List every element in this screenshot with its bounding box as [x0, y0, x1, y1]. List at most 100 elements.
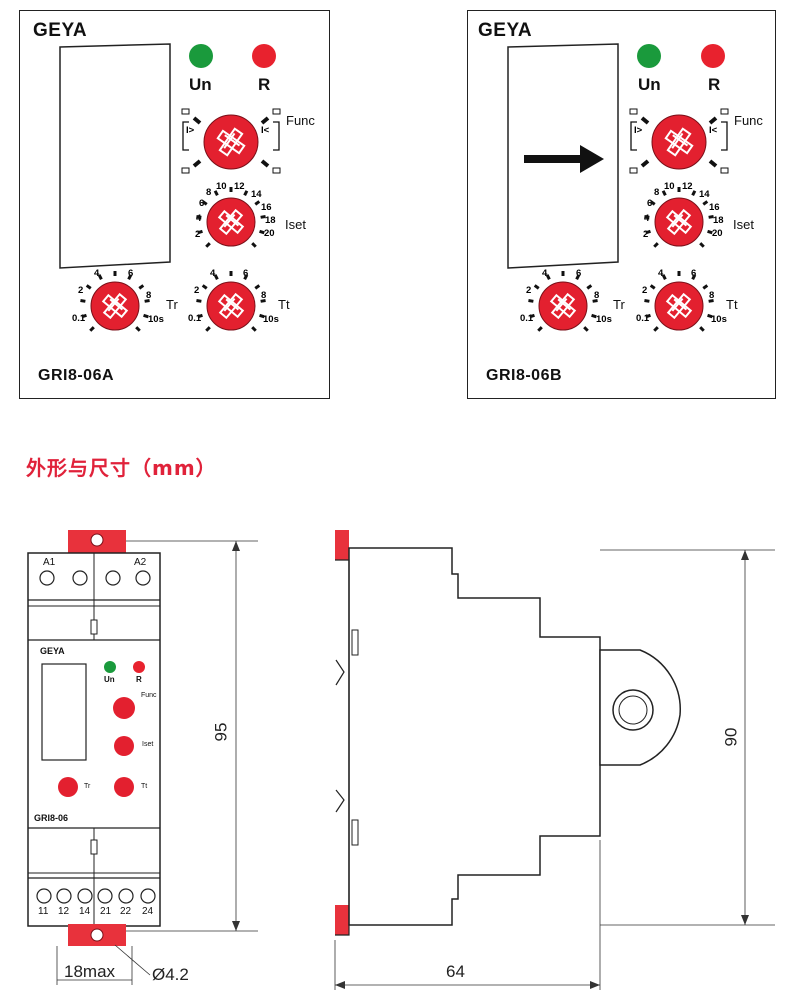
section-title: 外形与尺寸（mm） — [26, 456, 217, 480]
terminal-21: 21 — [100, 906, 112, 917]
func-label: Func — [734, 113, 763, 128]
iset-tick-18: 18 — [713, 215, 724, 226]
tr-dial-icon — [78, 269, 152, 333]
iset-tick-2: 2 — [195, 229, 201, 240]
tt-tick-10s: 10s — [711, 314, 727, 325]
tt-tick-8: 8 — [709, 290, 715, 301]
tt-tick-01: 0.1 — [636, 313, 650, 324]
tr-tick-01: 0.1 — [72, 313, 86, 324]
terminal-22: 22 — [120, 906, 132, 917]
terminal-24: 24 — [142, 906, 154, 917]
func-mark-under: I< — [261, 125, 270, 136]
iset-tick-20: 20 — [264, 228, 275, 239]
front-func-label: Func — [141, 692, 157, 699]
iset-label: Iset — [733, 217, 754, 232]
display-window — [59, 43, 171, 269]
tr-tick-10s: 10s — [148, 314, 164, 325]
side-view-drawing — [335, 530, 681, 936]
indicator-label-un: Un — [638, 75, 661, 94]
iset-tick-10: 10 — [664, 181, 675, 192]
iset-tick-16: 16 — [709, 202, 720, 213]
iset-tick-12: 12 — [682, 181, 693, 192]
led-green-icon — [189, 44, 213, 68]
tt-tick-2: 2 — [194, 285, 200, 296]
tr-label: Tr — [166, 297, 178, 312]
tt-tick-6: 6 — [243, 268, 249, 279]
terminal-a2: A2 — [134, 557, 147, 568]
terminal-11: 11 — [38, 906, 49, 917]
func-label: Func — [286, 113, 315, 128]
iset-tick-4: 4 — [644, 213, 650, 224]
model-label: GRI8-06A — [38, 367, 115, 384]
tt-tick-4: 4 — [658, 268, 664, 279]
iset-tick-10: 10 — [216, 181, 227, 192]
tt-dial-icon — [194, 269, 268, 333]
tt-tick-8: 8 — [261, 290, 267, 301]
tr-tick-10s: 10s — [596, 314, 612, 325]
indicator-label-r: R — [258, 75, 271, 94]
led-green-icon — [637, 44, 661, 68]
terminal-a1: A1 — [43, 557, 56, 568]
tt-dial-icon — [642, 269, 716, 333]
front-tt-label: Tt — [141, 783, 148, 790]
tr-tick-01: 0.1 — [520, 313, 534, 324]
dimension-height-front: 95 — [211, 722, 231, 742]
tr-tick-6: 6 — [576, 268, 582, 279]
tr-tick-2: 2 — [526, 285, 532, 296]
tt-tick-6: 6 — [691, 268, 697, 279]
front-tr-label: Tr — [84, 783, 91, 790]
front-indicator-r: R — [136, 675, 142, 684]
dimension-hole: Ø4.2 — [152, 965, 189, 984]
tt-tick-10s: 10s — [263, 314, 279, 325]
led-red-icon — [701, 44, 725, 68]
iset-label: Iset — [285, 217, 306, 232]
iset-tick-6: 6 — [199, 198, 205, 209]
led-red-icon — [252, 44, 276, 68]
terminal-14: 14 — [79, 906, 91, 917]
tr-dial-icon — [526, 269, 600, 333]
func-dial-icon — [180, 107, 282, 175]
tt-label: Tt — [278, 297, 290, 312]
front-iset-label: Iset — [142, 741, 154, 748]
iset-tick-14: 14 — [251, 189, 262, 200]
tt-label: Tt — [726, 297, 738, 312]
dimension-width-front: 18max — [64, 962, 116, 981]
iset-tick-2: 2 — [643, 229, 649, 240]
tr-label: Tr — [613, 297, 625, 312]
iset-tick-14: 14 — [699, 189, 710, 200]
iset-tick-18: 18 — [265, 215, 276, 226]
iset-tick-8: 8 — [654, 187, 660, 198]
iset-tick-6: 6 — [647, 198, 653, 209]
iset-tick-12: 12 — [234, 181, 245, 192]
iset-tick-4: 4 — [196, 213, 202, 224]
tr-tick-6: 6 — [128, 268, 134, 279]
tr-tick-4: 4 — [542, 268, 548, 279]
func-mark-over: I> — [634, 125, 643, 136]
arrow-right-icon — [524, 145, 604, 173]
tt-tick-2: 2 — [642, 285, 648, 296]
func-dial-icon — [628, 107, 730, 175]
front-view-drawing — [27, 530, 161, 946]
dimension-lines — [334, 549, 775, 990]
front-indicator-un: Un — [104, 675, 115, 684]
brand-logo: GEYA — [33, 20, 88, 41]
front-model-label: GRI8-06 — [34, 813, 69, 823]
dimension-height-side: 90 — [721, 727, 741, 747]
terminal-12: 12 — [58, 906, 70, 917]
func-mark-under: I< — [709, 125, 718, 136]
tr-tick-4: 4 — [94, 268, 100, 279]
indicator-label-un: Un — [189, 75, 212, 94]
iset-dial-icon — [642, 185, 716, 249]
tr-tick-2: 2 — [78, 285, 84, 296]
model-label: GRI8-06B — [486, 367, 563, 384]
dimension-depth: 64 — [446, 962, 465, 981]
iset-dial-icon — [194, 185, 268, 249]
tr-tick-8: 8 — [594, 290, 600, 301]
iset-tick-20: 20 — [712, 228, 723, 239]
front-brand-logo: GEYA — [40, 646, 65, 656]
brand-logo: GEYA — [478, 20, 533, 41]
tr-tick-8: 8 — [146, 290, 152, 301]
tt-tick-01: 0.1 — [188, 313, 202, 324]
indicator-label-r: R — [708, 75, 721, 94]
